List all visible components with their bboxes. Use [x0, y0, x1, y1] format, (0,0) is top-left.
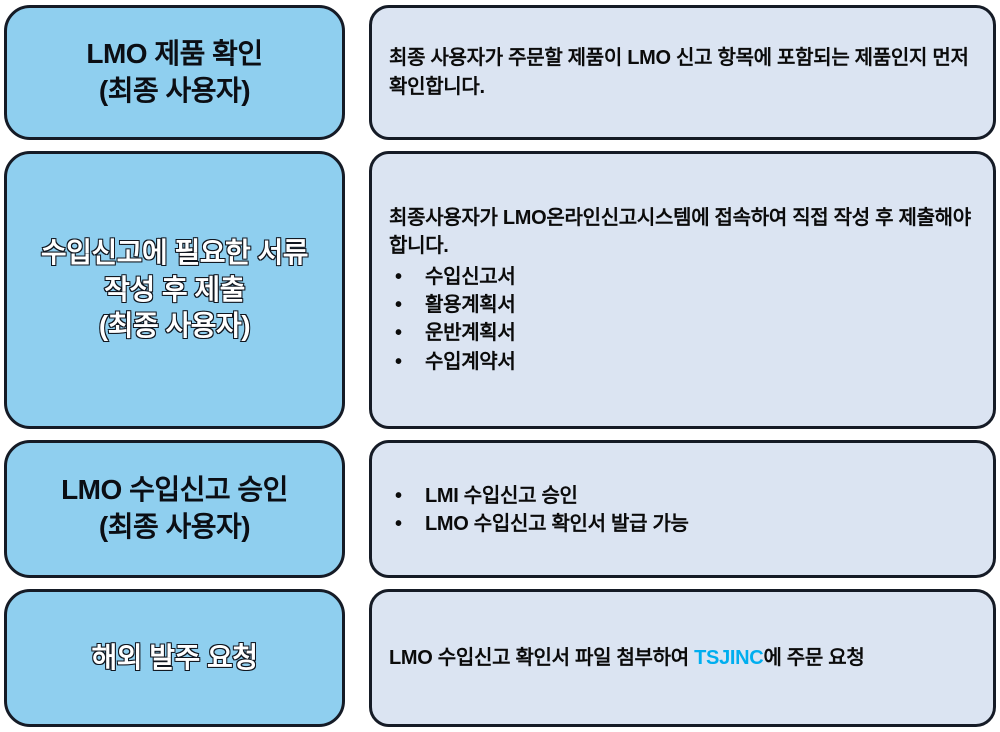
step-2-desc-box: 최종사용자가 LMO온라인신고시스템에 접속하여 직접 작성 후 제출해야 합니…	[369, 151, 996, 429]
step-1-desc-box: 최종 사용자가 주문할 제품이 LMO 신고 항목에 포함되는 제품인지 먼저 …	[369, 5, 996, 140]
step-3-title: LMO 수입신고 승인 (최종 사용자)	[61, 474, 288, 542]
list-item-text: 수입계약서	[425, 350, 516, 373]
step-3-title-box: LMO 수입신고 승인 (최종 사용자)	[4, 440, 345, 578]
step-1-title-box: LMO 제품 확인 (최종 사용자)	[4, 5, 345, 140]
step-2-title: 수입신고에 필요한 서류 작성 후 제출 (최종 사용자)	[40, 236, 309, 343]
list-item-text: 운반계획서	[425, 322, 516, 345]
list-item-text: 활용계획서	[425, 294, 516, 316]
list-item: 수입계약서	[389, 348, 976, 376]
step-3-desc-box: LMI 수입신고 승인 LMO 수입신고 확인서 발급 가능	[369, 440, 996, 578]
list-item-text: LMO 수입신고 확인서 발급 가능	[425, 513, 689, 535]
bullet-icon	[389, 482, 425, 510]
tsjinc-highlight: TSJINC	[694, 646, 764, 669]
bullet-icon	[389, 348, 425, 376]
list-item: LMO 수입신고 확인서 발급 가능	[389, 510, 976, 538]
desc-prefix: LMO 수입신고 확인서 파일 첨부하여	[389, 646, 695, 669]
step-4-description: LMO 수입신고 확인서 파일 첨부하여 TSJINC에 주문 요청	[389, 644, 976, 672]
step-2-title-box: 수입신고에 필요한 서류 작성 후 제출 (최종 사용자)	[4, 151, 345, 429]
step-2-description: 최종사용자가 LMO온라인신고시스템에 접속하여 직접 작성 후 제출해야 합니…	[389, 206, 971, 258]
approval-list: LMI 수입신고 승인 LMO 수입신고 확인서 발급 가능	[389, 482, 976, 539]
list-item: LMI 수입신고 승인	[389, 482, 976, 510]
bullet-icon	[389, 319, 425, 347]
step-4-desc-box: LMO 수입신고 확인서 파일 첨부하여 TSJINC에 주문 요청	[369, 589, 996, 727]
required-documents-list: 수입신고서 활용계획서 운반계획서 수입계약서	[389, 263, 976, 377]
list-item: 운반계획서	[389, 319, 976, 347]
list-item-text: LMI 수입신고 승인	[425, 484, 578, 507]
desc-suffix: 에 주문 요청	[763, 646, 865, 669]
bullet-icon	[389, 291, 425, 319]
list-item: 수입신고서	[389, 263, 976, 291]
bullet-icon	[389, 510, 425, 538]
bullet-icon	[389, 263, 425, 291]
step-4-title: 해외 발주 요청	[91, 641, 259, 674]
step-4-title-box: 해외 발주 요청	[4, 589, 345, 727]
list-item: 활용계획서	[389, 291, 976, 319]
step-1-title: LMO 제품 확인 (최종 사용자)	[86, 37, 263, 106]
step-1-description: 최종 사용자가 주문할 제품이 LMO 신고 항목에 포함되는 제품인지 먼저 …	[389, 47, 969, 98]
list-item-text: 수입신고서	[425, 265, 516, 288]
